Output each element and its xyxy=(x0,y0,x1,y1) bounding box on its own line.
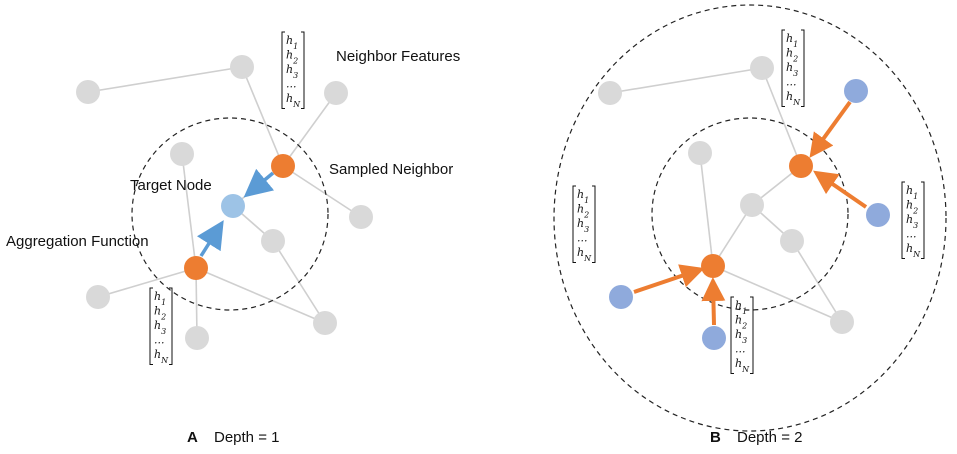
vector-right-bracket xyxy=(801,29,805,107)
aggregation-arrow xyxy=(701,277,726,326)
aggregation-function-label: Aggregation Function xyxy=(6,233,149,250)
sampled-neighbor-node xyxy=(184,256,208,280)
vector-entry: hN xyxy=(735,357,750,374)
aggregation-arrow xyxy=(813,170,868,209)
sampled-neighbor-node xyxy=(701,254,725,278)
neighbor-node xyxy=(230,55,254,79)
panel-a-letter: A xyxy=(187,429,198,446)
edge xyxy=(195,267,326,324)
neighbor-node xyxy=(598,81,622,105)
panel-b: B Depth = 2 xyxy=(553,4,947,446)
edge xyxy=(699,152,714,267)
edge xyxy=(87,66,243,93)
vector-left-bracket xyxy=(281,31,285,109)
vector-right-bracket xyxy=(592,185,596,263)
vector-entry: ... xyxy=(906,228,917,241)
neighbor-node xyxy=(349,205,373,229)
neighbor-node xyxy=(76,80,100,104)
vector-entry: hN xyxy=(906,242,921,259)
depth-2-node xyxy=(609,285,633,309)
vector-left-bracket xyxy=(730,296,734,374)
neighbor-node xyxy=(830,310,854,334)
panel-b-letter: B xyxy=(710,429,721,446)
depth-2-node xyxy=(866,203,890,227)
neighbor-node xyxy=(324,81,348,105)
neighbor-node xyxy=(313,311,337,335)
neighbor-node xyxy=(86,285,110,309)
depth-2-node xyxy=(844,79,868,103)
vector-entry: ... xyxy=(154,334,165,347)
vector-left-bracket xyxy=(149,287,153,365)
vector-right-bracket xyxy=(750,296,754,374)
neighbor-node xyxy=(688,141,712,165)
neighbor-node xyxy=(185,326,209,350)
target-node-label: Target Node xyxy=(130,177,212,194)
edge xyxy=(181,153,197,269)
edge xyxy=(609,67,763,94)
vector-entry: hN xyxy=(286,92,301,109)
aggregation-arrow xyxy=(809,100,852,158)
depth-2-boundary xyxy=(553,4,947,432)
neighbor-node xyxy=(780,229,804,253)
panel-b-edges xyxy=(609,67,843,323)
vector-entry: ... xyxy=(786,76,797,89)
edge xyxy=(712,265,843,323)
panel-a: Neighbor Features Sampled Neighbor Targe… xyxy=(6,48,460,446)
vector-entry: ... xyxy=(735,343,746,356)
vector-left-bracket xyxy=(901,181,905,259)
neighbor-node xyxy=(740,193,764,217)
edge xyxy=(282,92,337,167)
sampled-neighbor-node xyxy=(789,154,813,178)
aggregation-arrow xyxy=(633,264,705,294)
depth-1-boundary xyxy=(131,117,329,311)
edge xyxy=(761,67,802,167)
vector-entry: hN xyxy=(154,348,169,365)
vector-left-bracket xyxy=(572,185,576,263)
depth-2-node xyxy=(702,326,726,350)
aggregation-arrow xyxy=(243,168,275,198)
depth-1-boundary xyxy=(651,117,849,311)
sampled-neighbor-node xyxy=(271,154,295,178)
edge xyxy=(282,165,362,218)
neighbor-node xyxy=(261,229,285,253)
neighbor-features-label: Neighbor Features xyxy=(336,48,460,65)
edge xyxy=(241,66,284,167)
vector-entry: hN xyxy=(786,90,801,107)
neighbor-node xyxy=(750,56,774,80)
target-node xyxy=(221,194,245,218)
panel-a-caption: Depth = 1 xyxy=(214,429,279,446)
edge xyxy=(97,267,197,298)
vector-entry: hN xyxy=(577,246,592,263)
sampled-neighbor-label: Sampled Neighbor xyxy=(329,161,453,178)
panel-b-caption: Depth = 2 xyxy=(737,429,802,446)
vector-right-bracket xyxy=(921,181,925,259)
edge xyxy=(791,240,843,323)
neighbor-node xyxy=(170,142,194,166)
aggregation-arrow xyxy=(196,220,224,257)
vector-right-bracket xyxy=(169,287,173,365)
edge xyxy=(712,204,753,267)
vector-entry: ... xyxy=(286,78,297,91)
vector-left-bracket xyxy=(781,29,785,107)
vector-entry: ... xyxy=(577,232,588,245)
vector-right-bracket xyxy=(301,31,305,109)
